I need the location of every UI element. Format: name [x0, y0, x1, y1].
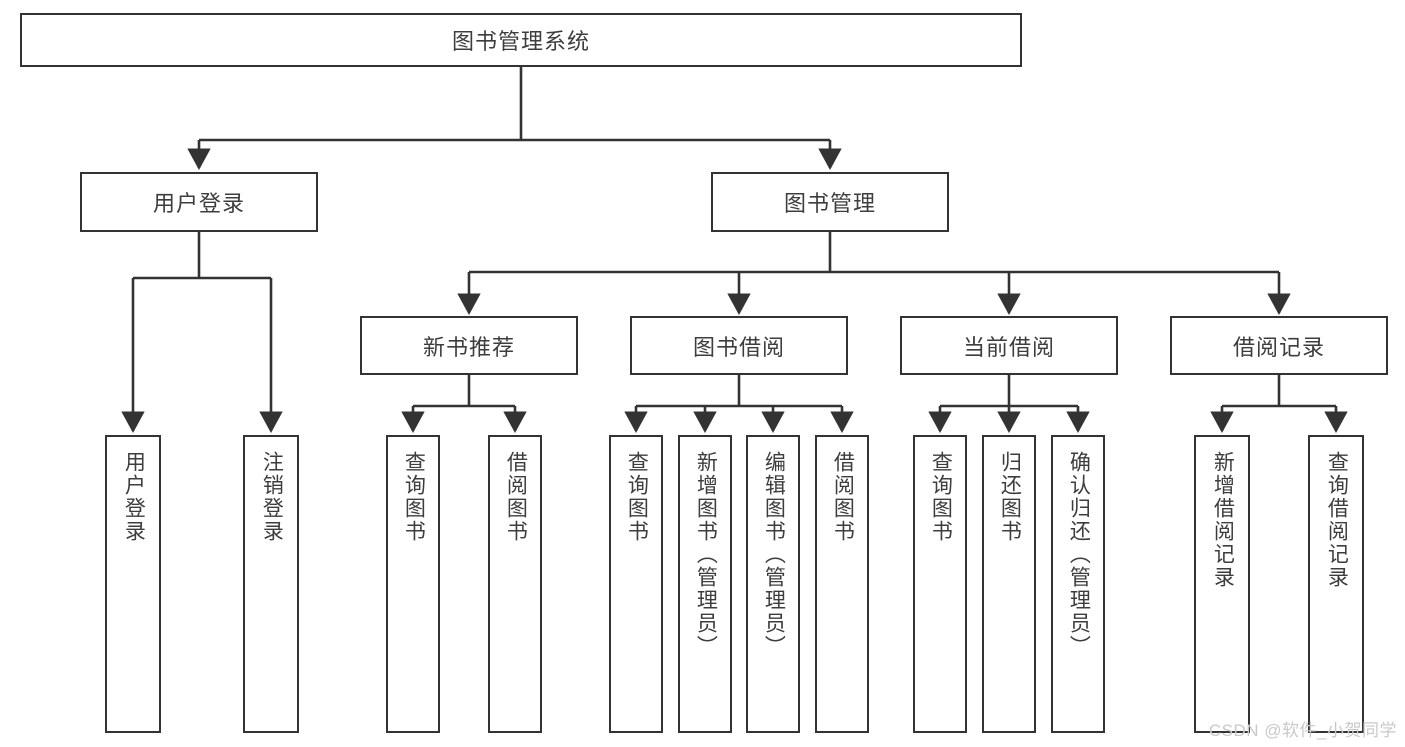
node-leaf-borrow-book-a[interactable]: 借阅图书	[488, 435, 542, 733]
node-user-login-label: 用户登录	[152, 191, 245, 216]
node-leaf-add-book-admin[interactable]: 新增图书（管理员）	[678, 435, 732, 733]
node-current-borrow-label: 当前借阅	[962, 334, 1055, 360]
node-leaf-label: 新增借阅记录	[1211, 451, 1235, 589]
node-leaf-confirm-return-admin[interactable]: 确认归还（管理员）	[1051, 435, 1105, 733]
node-leaf-label: 归还图书	[998, 451, 1022, 543]
node-leaf-label: 查询图书	[929, 451, 953, 543]
node-leaf-label: 借阅图书	[831, 451, 855, 543]
node-leaf-label: 注销登录	[260, 451, 284, 543]
node-leaf-return-book[interactable]: 归还图书	[982, 435, 1036, 733]
node-leaf-label: 编辑图书（管理员）	[762, 451, 786, 658]
node-leaf-add-borrow-record[interactable]: 新增借阅记录	[1194, 435, 1250, 733]
watermark: CSDN @软件_小贺同学	[1208, 721, 1397, 740]
node-leaf-logout[interactable]: 注销登录	[243, 435, 299, 733]
node-book-borrow[interactable]: 图书借阅	[630, 316, 848, 375]
node-leaf-query-book-a[interactable]: 查询图书	[386, 435, 440, 733]
node-book-management-label: 图书管理	[783, 191, 876, 216]
node-leaf-borrow-book-b[interactable]: 借阅图书	[815, 435, 869, 733]
node-leaf-query-book-b[interactable]: 查询图书	[609, 435, 663, 733]
node-root-label: 图书管理系统	[451, 29, 590, 54]
node-leaf-query-borrow-record[interactable]: 查询借阅记录	[1308, 435, 1364, 733]
node-new-book-recommend[interactable]: 新书推荐	[360, 316, 578, 375]
node-current-borrow[interactable]: 当前借阅	[900, 316, 1118, 375]
node-leaf-edit-book-admin[interactable]: 编辑图书（管理员）	[746, 435, 800, 733]
node-borrow-records[interactable]: 借阅记录	[1170, 316, 1388, 375]
node-leaf-user-login[interactable]: 用户登录	[105, 435, 161, 733]
node-new-book-recommend-label: 新书推荐	[422, 334, 515, 360]
node-leaf-label: 新增图书（管理员）	[694, 451, 718, 658]
node-user-login[interactable]: 用户登录	[80, 172, 318, 232]
node-leaf-query-book-c[interactable]: 查询图书	[913, 435, 967, 733]
node-leaf-label: 用户登录	[122, 451, 146, 543]
node-book-management[interactable]: 图书管理	[711, 172, 949, 232]
node-root[interactable]: 图书管理系统	[20, 13, 1022, 67]
node-borrow-records-label: 借阅记录	[1232, 334, 1325, 360]
node-leaf-label: 查询图书	[402, 451, 426, 543]
node-book-borrow-label: 图书借阅	[692, 334, 785, 360]
node-leaf-label: 查询借阅记录	[1325, 451, 1349, 589]
node-leaf-label: 确认归还（管理员）	[1067, 451, 1091, 658]
node-leaf-label: 查询图书	[625, 451, 649, 543]
node-leaf-label: 借阅图书	[504, 451, 528, 543]
